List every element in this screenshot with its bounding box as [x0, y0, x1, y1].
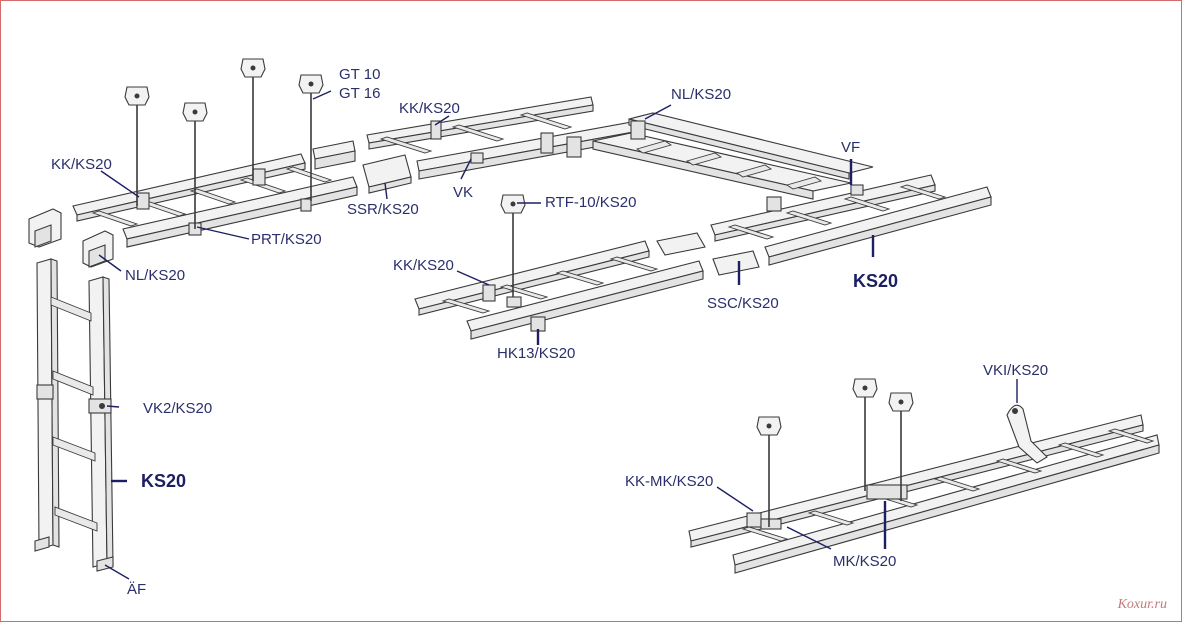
label-kk-mk-ks20: KK-MK/KS20 — [625, 473, 714, 490]
label-ssc-ks20: SSC/KS20 — [707, 295, 779, 312]
label-nl-ks20-top: NL/KS20 — [671, 86, 732, 103]
label-gt10: GT 10 — [339, 66, 381, 83]
ssr-ks20-piece — [362, 154, 412, 194]
label-vk: VK — [453, 184, 474, 201]
label-rtf-10-ks20: RTF-10/KS20 — [545, 194, 637, 211]
nl-wall-brackets-left — [28, 208, 114, 268]
ladder-vertical-left — [34, 258, 114, 572]
watermark: Koxur.ru — [1117, 597, 1167, 612]
label-vki-ks20: VKI/KS20 — [983, 362, 1049, 379]
label-ks20-right: KS20 — [853, 271, 899, 291]
label-ks20-left: KS20 — [141, 471, 187, 491]
ladder-middle — [414, 194, 704, 340]
label-vf: VF — [841, 139, 861, 156]
label-ssr-ks20: SSR/KS20 — [347, 201, 419, 218]
label-nl-ks20-left: NL/KS20 — [125, 267, 186, 284]
label-mk-ks20: MK/KS20 — [833, 553, 897, 570]
label-gt16: GT 16 — [339, 85, 381, 102]
ladder-vf-bend — [592, 112, 874, 200]
label-af: ÄF — [127, 581, 147, 598]
ssc-ks20-pieces — [656, 232, 760, 276]
ladder-top-left — [72, 58, 358, 248]
leader-lines — [98, 90, 1018, 580]
ladder-ks20-right — [710, 174, 992, 266]
label-kk-ks20-top: KK/KS20 — [399, 100, 460, 117]
label-kk-ks20-mid: KK/KS20 — [393, 257, 454, 274]
label-vk2-ks20: VK2/KS20 — [143, 400, 213, 417]
label-hk13-ks20: HK13/KS20 — [497, 345, 576, 362]
ladder-bottom-right — [688, 378, 1160, 574]
label-kk-ks20-left: KK/KS20 — [51, 156, 112, 173]
label-prt-ks20: PRT/KS20 — [251, 231, 322, 248]
ladder-top-center — [366, 96, 640, 180]
